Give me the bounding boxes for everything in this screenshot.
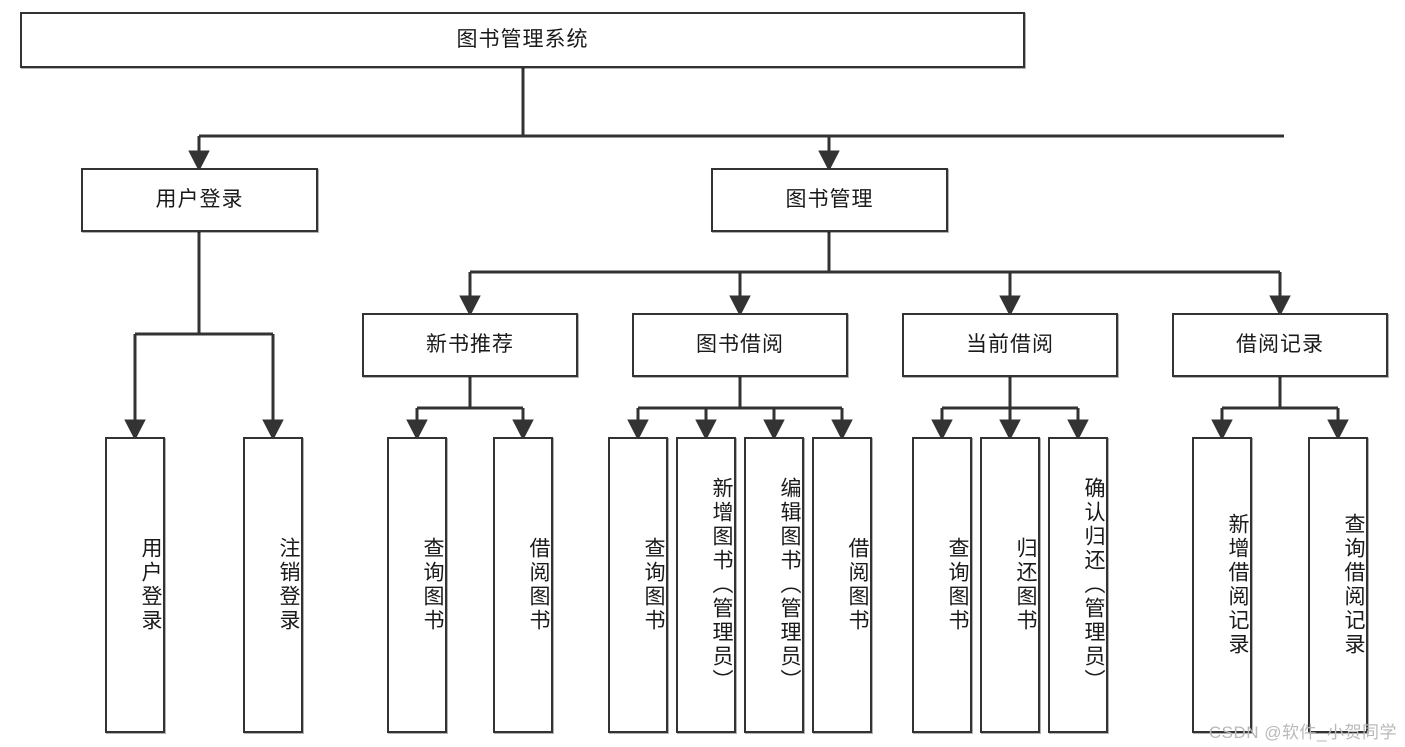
- leaf-new-book-borrow[interactable]: 借阅图书: [493, 437, 553, 733]
- node-label: 注销登录: [277, 537, 300, 633]
- leaf-book-borrow-edit[interactable]: 编辑图书（管理员）: [744, 437, 804, 733]
- node-label: 查询图书: [946, 537, 969, 633]
- node-book-management[interactable]: 图书管理: [711, 168, 948, 232]
- node-book-borrow[interactable]: 图书借阅: [632, 313, 848, 377]
- node-label: 用户登录: [155, 187, 244, 211]
- node-label: 确认归还（管理员）: [1082, 477, 1105, 693]
- leaf-user-login-signin[interactable]: 用户登录: [105, 437, 165, 733]
- leaf-user-login-signout[interactable]: 注销登录: [243, 437, 303, 733]
- node-user-login[interactable]: 用户登录: [81, 168, 318, 232]
- node-new-book-recommend[interactable]: 新书推荐: [362, 313, 578, 377]
- leaf-current-borrow-confirm-return[interactable]: 确认归还（管理员）: [1048, 437, 1108, 733]
- leaf-book-borrow-query[interactable]: 查询图书: [608, 437, 668, 733]
- leaf-book-borrow-lend[interactable]: 借阅图书: [812, 437, 872, 733]
- node-label: 借阅图书: [527, 537, 550, 633]
- node-label: 用户登录: [139, 537, 162, 633]
- node-label: 新增图书（管理员）: [710, 477, 733, 693]
- leaf-borrow-record-query[interactable]: 查询借阅记录: [1308, 437, 1368, 733]
- node-label: 当前借阅: [966, 332, 1054, 356]
- node-label: 图书管理: [785, 187, 874, 211]
- node-current-borrow[interactable]: 当前借阅: [902, 313, 1118, 377]
- node-label: 新书推荐: [426, 332, 514, 356]
- node-label: 查询图书: [642, 537, 665, 633]
- leaf-book-borrow-add[interactable]: 新增图书（管理员）: [676, 437, 736, 733]
- node-label: 图书管理系统: [456, 27, 589, 51]
- node-label: 新增借阅记录: [1226, 513, 1249, 657]
- node-label: 编辑图书（管理员）: [778, 477, 801, 693]
- node-label: 归还图书: [1014, 537, 1037, 633]
- node-label: 图书借阅: [696, 332, 784, 356]
- node-label: 借阅图书: [846, 537, 869, 633]
- node-label: 查询借阅记录: [1342, 513, 1365, 657]
- leaf-borrow-record-add[interactable]: 新增借阅记录: [1192, 437, 1252, 733]
- csdn-watermark: CSDN @软件_小贺同学: [1208, 723, 1397, 742]
- node-borrow-records[interactable]: 借阅记录: [1172, 313, 1388, 377]
- leaf-new-book-query[interactable]: 查询图书: [387, 437, 447, 733]
- leaf-current-borrow-return[interactable]: 归还图书: [980, 437, 1040, 733]
- node-label: 查询图书: [421, 537, 444, 633]
- leaf-current-borrow-query[interactable]: 查询图书: [912, 437, 972, 733]
- node-root-system[interactable]: 图书管理系统: [20, 12, 1025, 68]
- node-label: 借阅记录: [1236, 332, 1324, 356]
